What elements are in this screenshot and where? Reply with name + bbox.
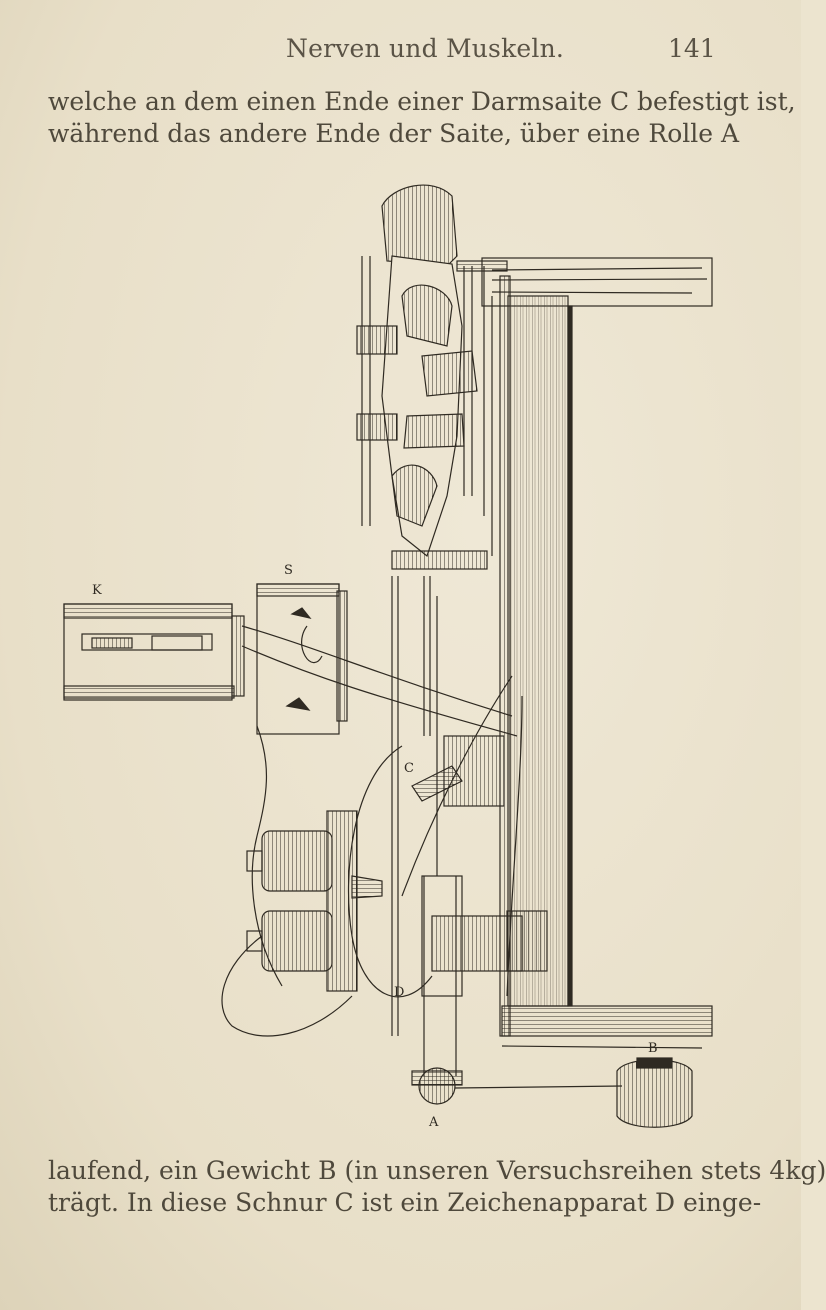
label-c: C xyxy=(404,761,414,776)
label-d: D xyxy=(394,985,404,1000)
page-number: 141 xyxy=(668,34,716,63)
running-head: Nerven und Muskeln. xyxy=(286,34,565,63)
device-s xyxy=(256,583,340,735)
coil-upper xyxy=(261,830,333,892)
label-a: A xyxy=(428,1115,439,1130)
label-b: B xyxy=(648,1041,658,1056)
page-header: Nerven und Muskeln. 141 xyxy=(0,34,801,68)
label-k: K xyxy=(92,583,102,598)
table-base xyxy=(501,1005,713,1037)
apparatus-illustration: K S C D B A xyxy=(63,184,713,1130)
weight-b xyxy=(616,1059,693,1128)
text-line: laufend, ein Gewicht B (in unseren Versu… xyxy=(48,1156,826,1185)
arm-cuff xyxy=(381,184,458,267)
paragraph-top: welche an dem einen Ende einer Darmsaite… xyxy=(48,86,796,150)
vertical-board xyxy=(507,295,569,1007)
coil-lower xyxy=(261,910,333,972)
text-line: trägt. In diese Schnur C ist ein Zeichen… xyxy=(48,1188,762,1217)
drawing-apparatus xyxy=(443,735,505,807)
text-line: während das andere Ende der Saite, über … xyxy=(48,119,740,148)
label-s: S xyxy=(284,563,293,578)
table-top xyxy=(481,257,713,307)
text-line: welche an dem einen Ende einer Darmsaite… xyxy=(48,87,796,116)
apparatus-figure: K S C D B A xyxy=(52,176,722,1136)
paragraph-bottom: laufend, ein Gewicht B (in unseren Versu… xyxy=(48,1155,826,1219)
